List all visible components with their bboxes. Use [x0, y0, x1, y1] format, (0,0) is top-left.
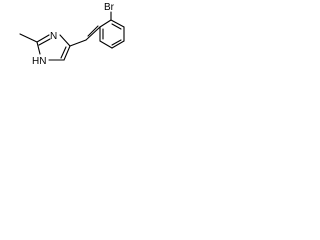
bond-ar-1-2: [99, 19, 112, 28]
atom-label-nh: HN: [32, 56, 46, 67]
bond-vinyl-double-inner: [87, 25, 99, 37]
bond-n1-c2: [36, 41, 41, 55]
bond-c4-c5: [63, 45, 71, 61]
bond-vinyl-double: [85, 26, 101, 41]
bond-n3-c4: [59, 34, 71, 47]
bond-ar-4-5: [111, 40, 125, 49]
bond-c4-vinyl: [69, 39, 87, 47]
bond-ar-5-6: [99, 40, 113, 49]
bond-ar-2-3: [110, 19, 125, 28]
atom-label-br: Br: [104, 2, 115, 13]
bond-c4-c5-double: [60, 46, 67, 59]
bond-ar-2-3-inner: [111, 23, 122, 30]
bond-ar-4-5-inner: [111, 39, 122, 46]
atom-label-n-ring: N: [50, 31, 57, 42]
bond-c2-n3-double: [38, 38, 51, 46]
bond-c2-n3: [36, 34, 50, 43]
structural-formula: Br N HN: [19, 2, 125, 67]
bond-methyl: [19, 33, 38, 43]
